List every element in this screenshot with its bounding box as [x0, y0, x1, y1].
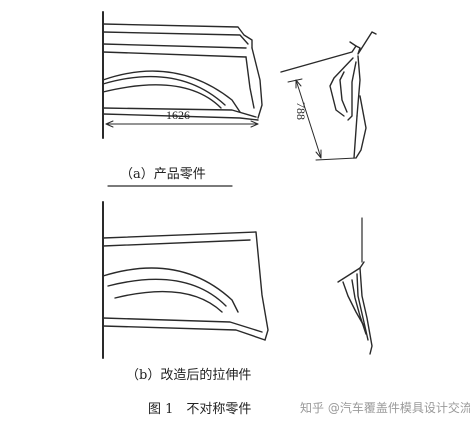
caption-b: （b）改造后的拉伸件 [126, 368, 252, 383]
part-b-front-view [102, 201, 269, 359]
dimension-width-line [105, 120, 259, 128]
figure-title: 图 1 不对称零件 [148, 402, 252, 417]
dimension-height-line [287, 78, 357, 161]
watermark: 知乎 @汽车覆盖件模具设计交流 [300, 401, 470, 415]
caption-a: （a）产品零件 [120, 167, 206, 182]
part-b-side-section [337, 217, 373, 355]
part-a-side-section [280, 31, 377, 159]
part-a-front-view [102, 11, 263, 139]
dimension-height-label: 788 [294, 102, 308, 120]
dimension-width-label: 1626 [166, 108, 190, 122]
